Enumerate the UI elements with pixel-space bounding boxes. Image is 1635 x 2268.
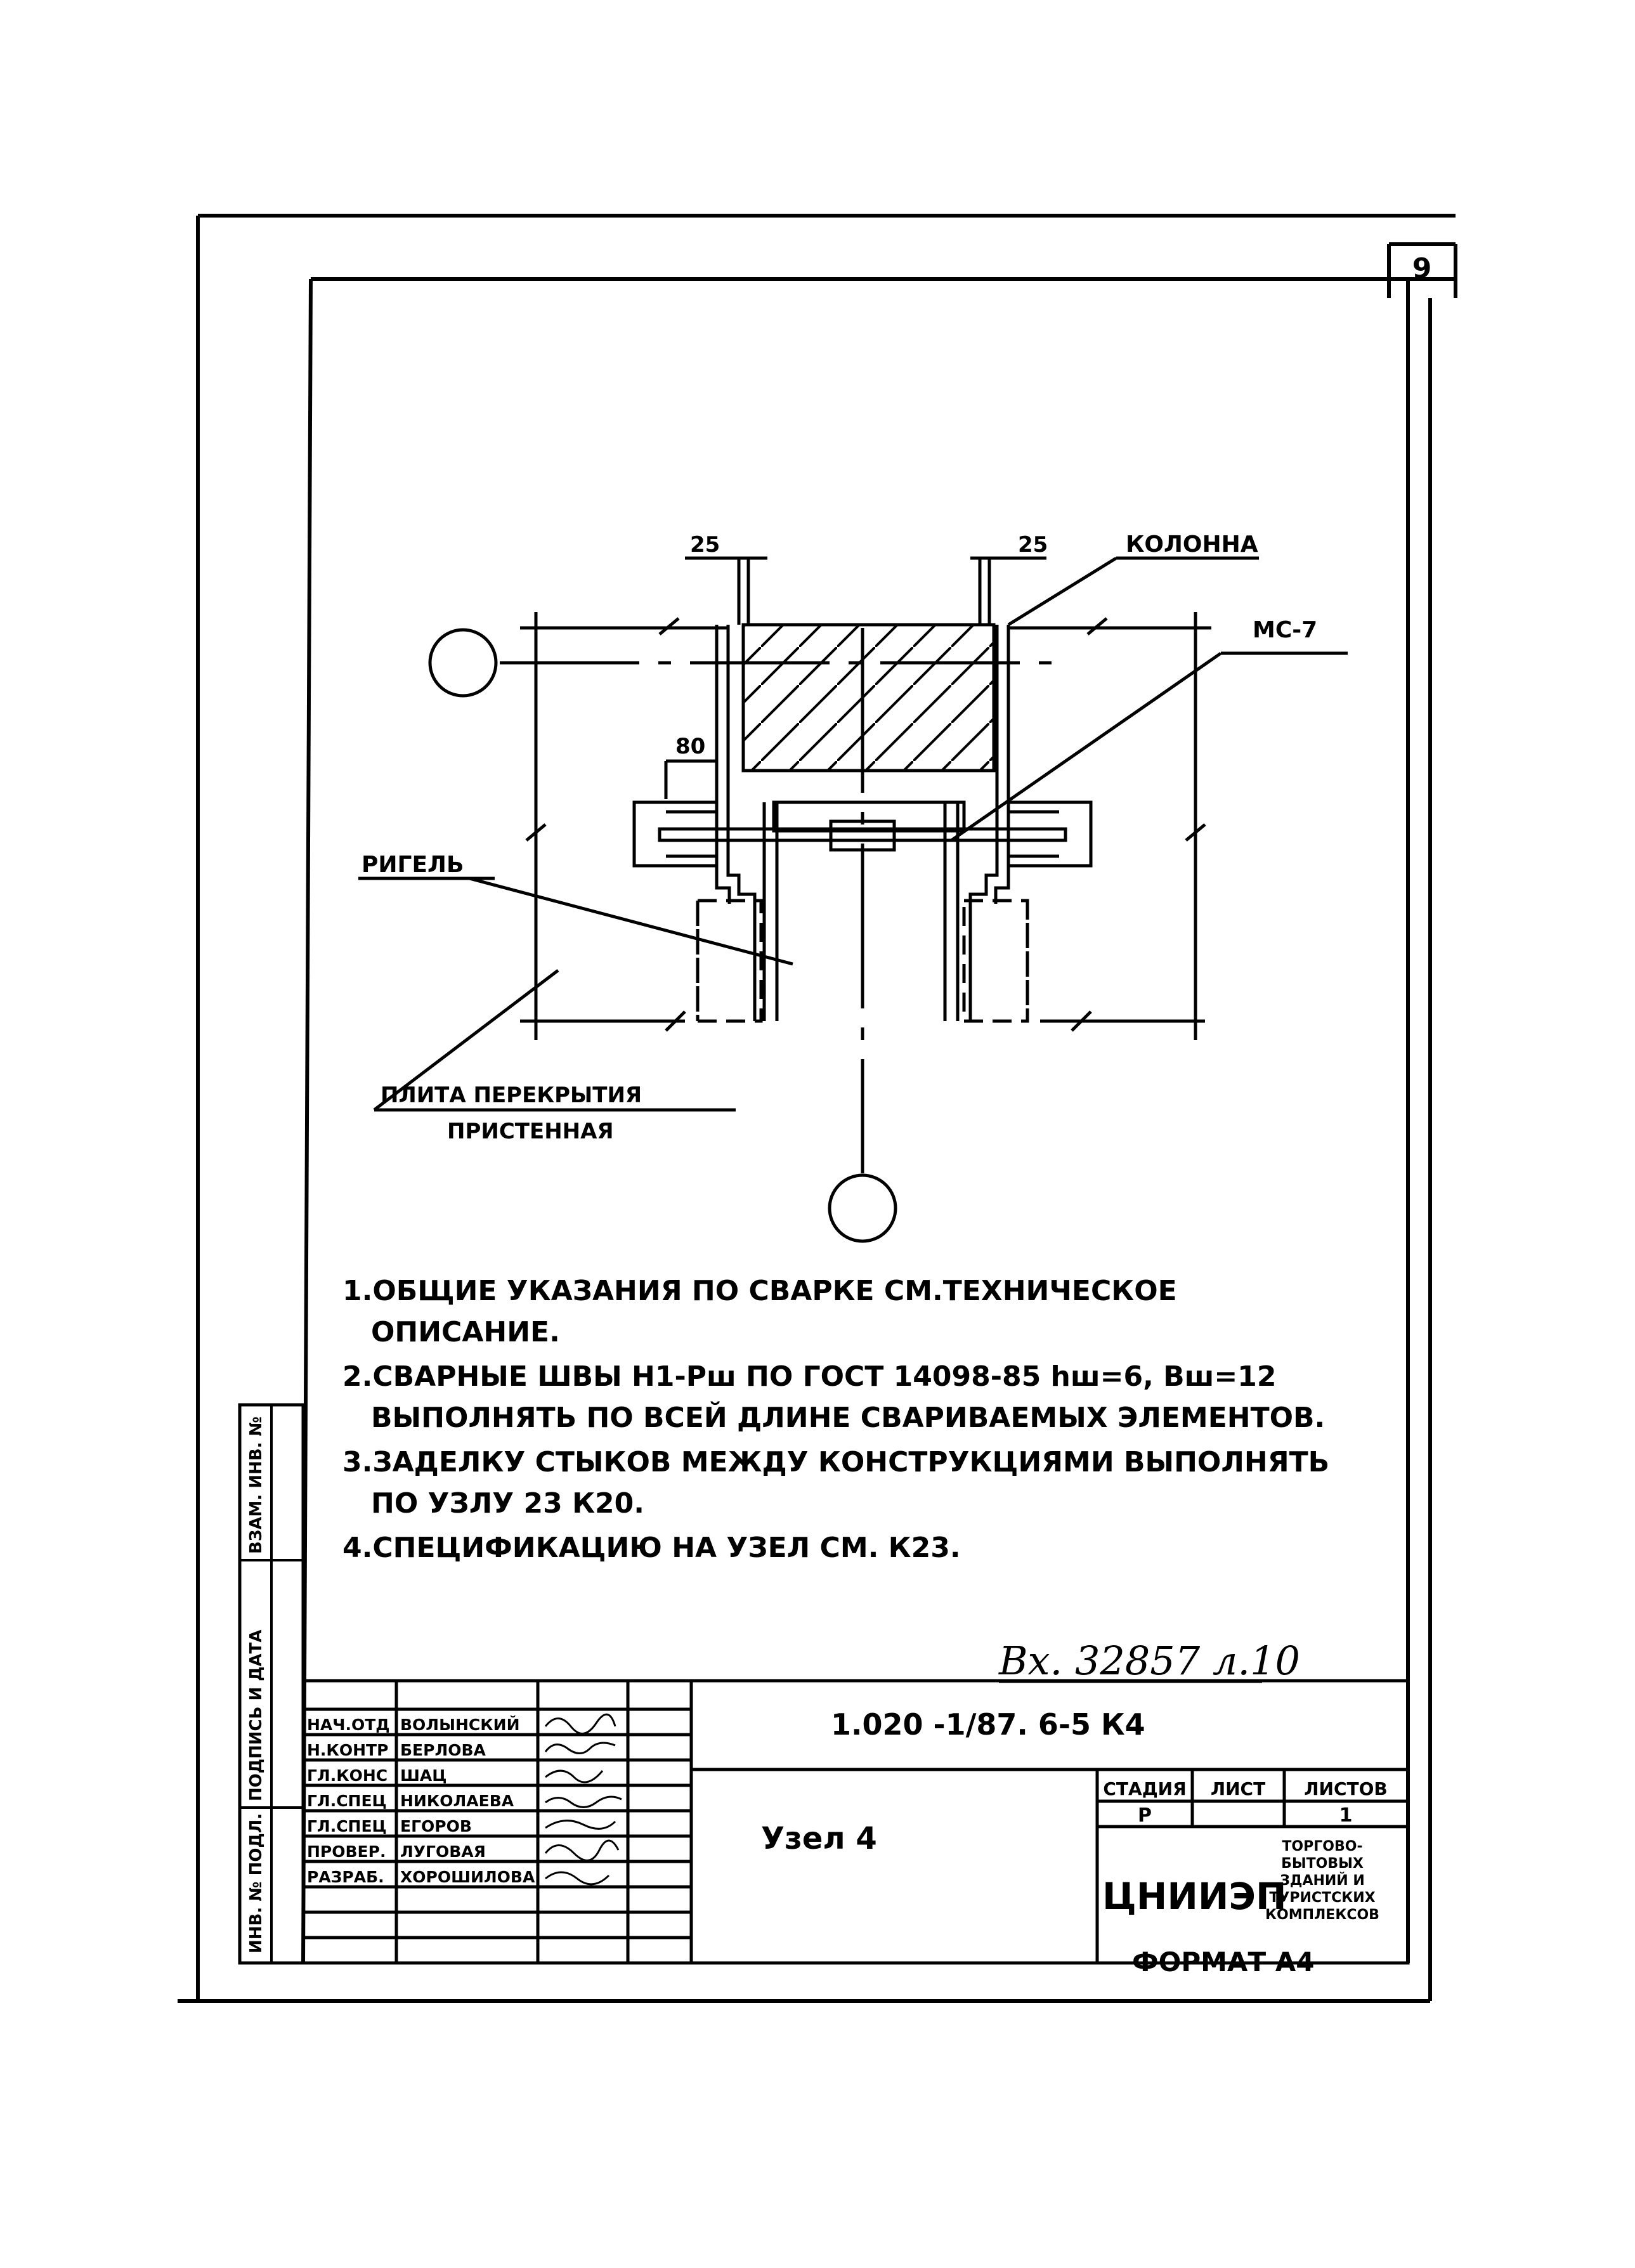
staff-role: ГЛ.СПЕЦ bbox=[307, 1817, 387, 1835]
concrete-hatched-block bbox=[741, 623, 996, 772]
staff-role: РАЗРАБ. bbox=[307, 1868, 384, 1886]
staff-name: БЕРЛОВА bbox=[400, 1741, 486, 1759]
sheets-value: 1 bbox=[1339, 1804, 1353, 1827]
staff-role: ГЛ.КОНС bbox=[307, 1766, 388, 1785]
staff-name: ВОЛЫНСКИЙ bbox=[400, 1716, 520, 1734]
axis-bubble-bottom bbox=[828, 1173, 897, 1243]
label-plate-line1: ПЛИТА ПЕРЕКРЫТИЯ bbox=[381, 1083, 642, 1108]
label-rigel: РИГЕЛЬ bbox=[362, 852, 464, 878]
dim-left-gap: 25 bbox=[690, 532, 720, 557]
stamp-inv-podl: ИНВ. № ПОДЛ. bbox=[247, 1813, 266, 1953]
connecting-plate bbox=[658, 827, 1067, 842]
stamp-podpis: ПОДПИСЬ И ДАТА bbox=[247, 1630, 266, 1801]
sheets-header: ЛИСТОВ bbox=[1304, 1778, 1387, 1799]
staff-role: Н.КОНТР bbox=[307, 1741, 388, 1759]
outer-frame bbox=[178, 214, 1456, 2003]
staff-name: НИКОЛАЕВА bbox=[400, 1792, 514, 1810]
notes: 1.ОБЩИЕ УКАЗАНИЯ ПО СВАРКЕ СМ.ТЕХНИЧЕСКО… bbox=[342, 1275, 1329, 1564]
axis-bubble-left bbox=[428, 628, 498, 698]
org-desc-line: КОМПЛЕКСОВ bbox=[1265, 1907, 1379, 1923]
stamp-vzam: ВЗАМ. ИНВ. № bbox=[247, 1416, 266, 1554]
label-ms: МС-7 bbox=[1253, 617, 1317, 643]
note-line: 4.СПЕЦИФИКАЦИЮ НА УЗЕЛ СМ. К23. bbox=[342, 1532, 961, 1564]
organization-name: ЦНИИЭП bbox=[1102, 1875, 1287, 1918]
label-column: КОЛОННА bbox=[1126, 531, 1258, 557]
staff-name: ЛУГОВАЯ bbox=[400, 1842, 486, 1861]
note-line: ОПИСАНИЕ. bbox=[371, 1316, 560, 1348]
label-plate-line2: ПРИСТЕННАЯ bbox=[447, 1119, 614, 1144]
org-desc-line: ТОРГОВО- bbox=[1282, 1839, 1362, 1854]
staff-role: НАЧ.ОТД bbox=[307, 1716, 390, 1734]
note-line: ПО УЗЛУ 23 К20. bbox=[371, 1487, 644, 1520]
staff-role: ГЛ.СПЕЦ bbox=[307, 1792, 387, 1810]
stage-value: Р bbox=[1138, 1804, 1152, 1827]
note-line: 1.ОБЩИЕ УКАЗАНИЯ ПО СВАРКЕ СМ.ТЕХНИЧЕСКО… bbox=[342, 1275, 1177, 1307]
stage-header: СТАДИЯ bbox=[1103, 1778, 1186, 1799]
title-block-text: 1.020 -1/87. 6-5 К4 Узел 4 СТАДИЯ ЛИСТ Л… bbox=[307, 1707, 1388, 1923]
document-code: 1.020 -1/87. 6-5 К4 bbox=[831, 1707, 1145, 1742]
org-desc-line: ЗДАНИЙ И bbox=[1280, 1872, 1365, 1889]
staff-name: ХОРОШИЛОВА bbox=[400, 1868, 535, 1886]
staff-role: ПРОВЕР. bbox=[307, 1842, 386, 1861]
sheet-header: ЛИСТ bbox=[1211, 1778, 1265, 1799]
note-line: 3.ЗАДЕЛКУ СТЫКОВ МЕЖДУ КОНСТРУКЦИЯМИ ВЫП… bbox=[342, 1446, 1329, 1478]
note-line: 2.СВАРНЫЕ ШВЫ Н1-Рш ПО ГОСТ 14098-85 hш=… bbox=[342, 1360, 1276, 1393]
drawing-name: Узел 4 bbox=[761, 1821, 877, 1856]
node-drawing bbox=[358, 556, 1348, 1243]
note-line: ВЫПОЛНЯТЬ ПО ВСЕЙ ДЛИНЕ СВАРИВАЕМЫХ ЭЛЕМ… bbox=[371, 1400, 1325, 1434]
drawing-labels: КОЛОННА МС-7 РИГЕЛЬ ПЛИТА ПЕРЕКРЫТИЯ ПРИ… bbox=[362, 531, 1317, 1144]
handwritten-reference: Вх. 32857 л.10 bbox=[998, 1638, 1300, 1684]
org-desc-line: БЫТОВЫХ bbox=[1281, 1856, 1364, 1872]
format-label: ФОРМАТ А4 bbox=[1132, 1946, 1314, 1978]
sheet-number: 9 bbox=[1412, 252, 1432, 285]
dim-overlap: 80 bbox=[675, 734, 705, 759]
staff-name: ЕГОРОВ bbox=[400, 1817, 472, 1835]
org-desc-line: ТУРИСТСКИХ bbox=[1269, 1890, 1375, 1906]
dim-right-gap: 25 bbox=[1018, 532, 1048, 557]
side-stamp: ИНВ. № ПОДЛ. ПОДПИСЬ И ДАТА ВЗАМ. ИНВ. № bbox=[238, 1403, 305, 1965]
signatures bbox=[544, 1713, 622, 1886]
title-block bbox=[301, 1679, 1410, 1965]
staff-name: ШАЦ bbox=[400, 1766, 446, 1785]
